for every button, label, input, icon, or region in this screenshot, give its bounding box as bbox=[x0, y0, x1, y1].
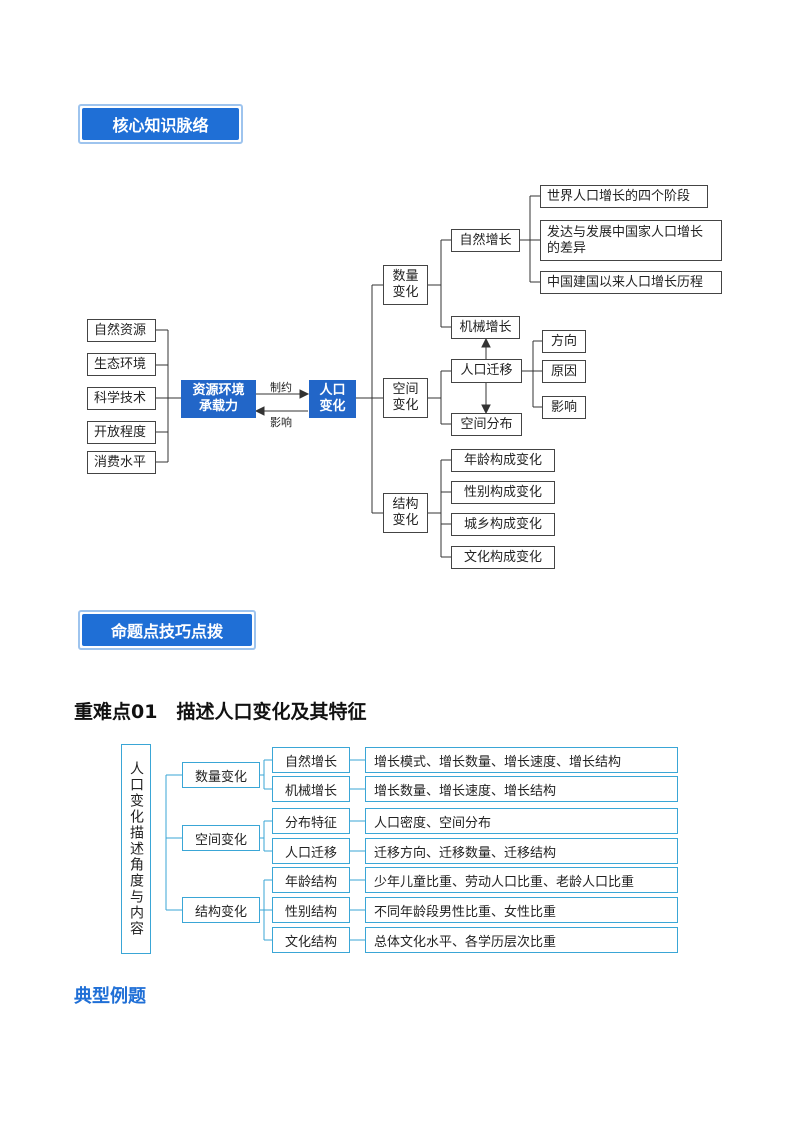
table-content: 迁移方向、迁移数量、迁移结构 bbox=[365, 838, 678, 864]
branch-structure: 结构变化 bbox=[383, 493, 428, 533]
table-content: 增长数量、增长速度、增长结构 bbox=[365, 776, 678, 802]
population-change-box: 人口变化 bbox=[309, 380, 356, 418]
structure-item: 城乡构成变化 bbox=[451, 513, 555, 536]
badge-frame bbox=[78, 610, 256, 650]
arrow-label-influence: 影响 bbox=[270, 416, 292, 429]
natural-item: 世界人口增长的四个阶段 bbox=[540, 185, 708, 208]
table-sub: 年龄结构 bbox=[272, 867, 350, 893]
factor-box: 开放程度 bbox=[87, 421, 156, 444]
migration-box: 人口迁移 bbox=[451, 359, 522, 383]
table-content: 人口密度、空间分布 bbox=[365, 808, 678, 834]
natural-growth-box: 自然增长 bbox=[451, 229, 520, 252]
natural-item: 中国建国以来人口增长历程 bbox=[540, 271, 722, 294]
table-content: 增长模式、增长数量、增长速度、增长结构 bbox=[365, 747, 678, 773]
table-sub: 文化结构 bbox=[272, 927, 350, 953]
factor-box: 生态环境 bbox=[87, 353, 156, 376]
table-group-label: 结构变化 bbox=[182, 897, 260, 923]
migration-item: 方向 bbox=[542, 330, 586, 353]
examples-title: 典型例题 bbox=[74, 986, 146, 1007]
badge-frame bbox=[78, 104, 243, 144]
structure-item: 性别构成变化 bbox=[451, 481, 555, 504]
structure-item: 文化构成变化 bbox=[451, 546, 555, 569]
section-badge-techniques: 命题点技巧点拨 bbox=[78, 610, 256, 650]
table-sub: 分布特征 bbox=[272, 808, 350, 834]
structure-item: 年龄构成变化 bbox=[451, 449, 555, 472]
migration-item: 影响 bbox=[542, 396, 586, 419]
factor-box: 科学技术 bbox=[87, 387, 156, 410]
natural-item: 发达与发展中国家人口增长的差异 bbox=[540, 220, 722, 261]
factor-box: 自然资源 bbox=[87, 319, 156, 342]
table-sub: 人口迁移 bbox=[272, 838, 350, 864]
factor-box: 消费水平 bbox=[87, 451, 156, 474]
table-root: 人口变化描述角度与内容 bbox=[121, 744, 151, 954]
mechanical-growth-box: 机械增长 bbox=[451, 316, 520, 339]
branch-space: 空间变化 bbox=[383, 378, 428, 418]
table-sub: 机械增长 bbox=[272, 776, 350, 802]
section-badge-knowledge: 核心知识脉络 bbox=[78, 104, 243, 144]
branch-quantity: 数量变化 bbox=[383, 265, 428, 305]
table-content: 不同年龄段男性比重、女性比重 bbox=[365, 897, 678, 923]
table-sub: 性别结构 bbox=[272, 897, 350, 923]
table-group-label: 数量变化 bbox=[182, 762, 260, 788]
badge-dots bbox=[130, 604, 154, 619]
table-group-label: 空间变化 bbox=[182, 825, 260, 851]
keypoint-title: 重难点01 描述人口变化及其特征 bbox=[74, 701, 367, 723]
table-content: 总体文化水平、各学历层次比重 bbox=[365, 927, 678, 953]
table-sub: 自然增长 bbox=[272, 747, 350, 773]
section-title-knowledge: 核心知识脉络 bbox=[82, 108, 239, 140]
resource-capacity-box: 资源环境承载力 bbox=[181, 380, 256, 418]
distribution-box: 空间分布 bbox=[451, 413, 522, 436]
arrow-label-constrain: 制约 bbox=[270, 381, 292, 394]
migration-item: 原因 bbox=[542, 360, 586, 383]
table-content: 少年儿童比重、劳动人口比重、老龄人口比重 bbox=[365, 867, 678, 893]
section-title-techniques: 命题点技巧点拨 bbox=[82, 614, 252, 646]
